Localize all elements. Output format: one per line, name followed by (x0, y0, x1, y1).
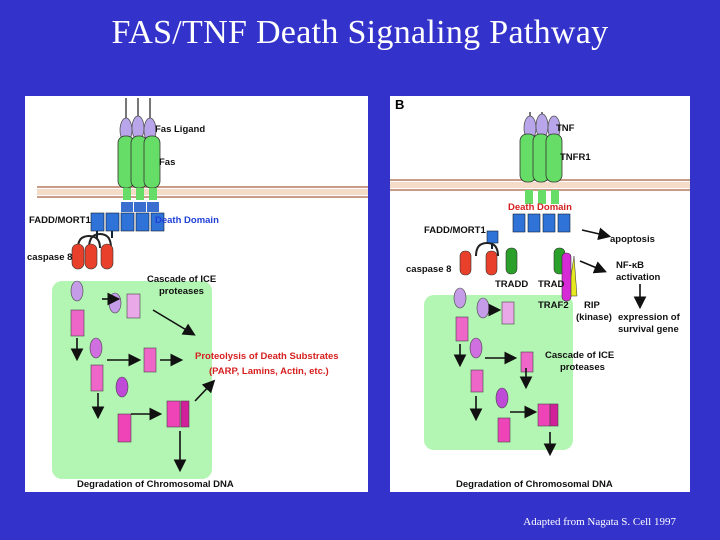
tnfr1-label: TNFR1 (560, 152, 591, 163)
rip-label-line2: (kinase) (576, 312, 612, 323)
panel-b-tnf-pathway: B (390, 96, 690, 492)
panel-letter: B (395, 97, 404, 112)
tnf-pathway-diagram: B (390, 97, 690, 490)
fadd-label: FADD/MORT1 (424, 225, 486, 236)
death-domain-label: Death Domain (508, 202, 572, 213)
cell-membrane (37, 186, 368, 198)
tnf-label: TNF (556, 123, 575, 134)
cascade-label-line1: Cascade of ICE (147, 274, 216, 285)
tradd-label-1: TRADD (495, 279, 528, 290)
fas-ligand-label: Fas Ligand (155, 124, 205, 135)
cytoplasm-region (52, 281, 212, 479)
caspase8-label: caspase 8 (406, 264, 451, 275)
degradation-label: Degradation of Chromosomal DNA (77, 479, 234, 490)
caspase8-label: caspase 8 (27, 252, 72, 263)
rip-label-line1: RIP (584, 300, 601, 311)
expression-label-line1: expression of (618, 312, 681, 323)
adaptor-protein-shapes (459, 241, 578, 302)
panel-a-fas-pathway: Fas Ligand Fas FADD/MORT1 Death Domain c… (25, 96, 368, 492)
fas-ligand-shape (119, 98, 157, 143)
caspase8-shapes (71, 232, 114, 270)
proteolysis-label-line1: Proteolysis of Death Substrates (195, 351, 339, 362)
death-domain-shapes (90, 202, 165, 238)
pathway-arrows (453, 227, 647, 457)
fas-receptor-shape (117, 135, 161, 200)
nfkb-label-line1: NF-κB (616, 260, 644, 271)
death-domain-label: Death Domain (155, 215, 219, 226)
proteolysis-label-line2: (PARP, Lamins, Actin, etc.) (209, 366, 329, 377)
fas-label: Fas (159, 157, 175, 168)
tradd-label-2: TRAD (538, 279, 565, 290)
slide-title: FAS/TNF Death Signaling Pathway (111, 14, 609, 51)
fadd-label: FADD/MORT1 (29, 215, 91, 226)
cascade-label-line2: proteases (159, 286, 204, 297)
degradation-label: Degradation of Chromosomal DNA (456, 479, 613, 490)
nfkb-label-line2: activation (616, 272, 661, 283)
apoptosis-label: apoptosis (610, 234, 655, 245)
fas-pathway-diagram: Fas Ligand Fas FADD/MORT1 Death Domain c… (27, 98, 368, 490)
cascade-label-line2: proteases (560, 362, 605, 373)
tnfr1-shape (519, 133, 563, 204)
citation-credit: Adapted from Nagata S. Cell 1997 (523, 516, 676, 528)
pathway-arrows (70, 292, 216, 473)
cascade-label-line1: Cascade of ICE (545, 350, 614, 361)
protease-cascade-shapes (453, 287, 559, 443)
death-domain-shapes (486, 213, 571, 249)
traf2-label: TRAF2 (538, 300, 569, 311)
expression-label-line2: survival gene (618, 324, 679, 335)
